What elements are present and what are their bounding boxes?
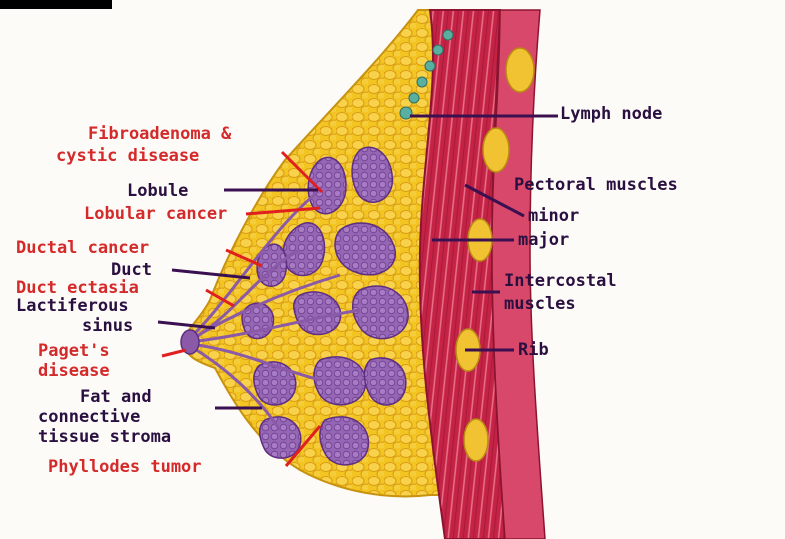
label-intercostal-line1: Intercostal: [504, 272, 617, 291]
label-minor: minor: [528, 207, 579, 226]
label-fat-line3: tissue stroma: [38, 428, 171, 447]
label-intercostal-line2: muscles: [504, 295, 576, 314]
top-left-black-bar: [0, 0, 112, 9]
rib-shape: [506, 48, 534, 92]
rib-shape: [483, 128, 509, 172]
label-phyllodes-tumor: Phyllodes tumor: [48, 458, 202, 477]
label-major: major: [518, 231, 569, 250]
label-fat-line2: connective: [38, 408, 140, 427]
label-fat-line1: Fat and: [80, 388, 152, 407]
label-ductal-cancer: Ductal cancer: [16, 239, 149, 258]
label-lactiferous-line2: sinus: [82, 317, 133, 336]
label-fibroadenoma-line2: cystic disease: [56, 147, 199, 166]
label-fibroadenoma-line1: Fibroadenoma &: [88, 125, 231, 144]
label-paget-line1: Paget's: [38, 342, 110, 361]
label-paget-line2: disease: [38, 362, 110, 381]
label-lobular-cancer: Lobular cancer: [84, 205, 227, 224]
rib-shape: [464, 419, 488, 461]
label-lactiferous-line1: Lactiferous: [16, 297, 129, 316]
label-lobule: Lobule: [127, 182, 188, 201]
label-rib: Rib: [518, 341, 549, 360]
label-lymph-node: Lymph node: [560, 105, 662, 124]
label-pectoral-muscles: Pectoral muscles: [514, 176, 678, 195]
